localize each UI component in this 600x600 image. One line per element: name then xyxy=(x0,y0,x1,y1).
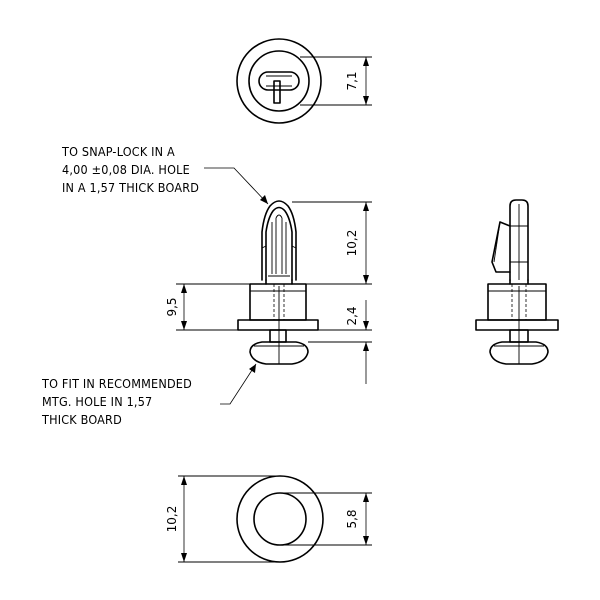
fit-note-line-2: MTG. HOLE IN 1,57 xyxy=(42,394,152,409)
snap-note-line-1: TO SNAP-LOCK IN A xyxy=(61,144,175,159)
dim-top-view-height: 7,1 xyxy=(345,71,359,90)
front-view: 10,2 9,5 2,4 xyxy=(165,167,372,405)
dim-base-inner-diameter: 5,8 xyxy=(345,509,359,528)
side-view xyxy=(475,199,559,365)
top-view: 7,1 xyxy=(236,38,372,124)
fit-in-note: TO FIT IN RECOMMENDED MTG. HOLE IN 1,57 … xyxy=(41,376,192,427)
bottom-view: 10,2 5,8 xyxy=(165,475,372,563)
snap-note-line-2: 4,00 ±0,08 DIA. HOLE xyxy=(62,162,190,177)
snap-lock-note: TO SNAP-LOCK IN A 4,00 ±0,08 DIA. HOLE I… xyxy=(61,144,199,195)
dim-base-outer-diameter: 10,2 xyxy=(165,506,179,533)
snap-note-line-3: IN A 1,57 THICK BOARD xyxy=(62,180,199,195)
dim-snap-length: 10,2 xyxy=(345,230,359,257)
fit-note-line-3: THICK BOARD xyxy=(41,412,122,427)
fit-note-line-1: TO FIT IN RECOMMENDED xyxy=(41,376,192,391)
dim-body-height: 9,5 xyxy=(165,297,179,316)
dim-flange-gap: 2,4 xyxy=(345,306,359,325)
